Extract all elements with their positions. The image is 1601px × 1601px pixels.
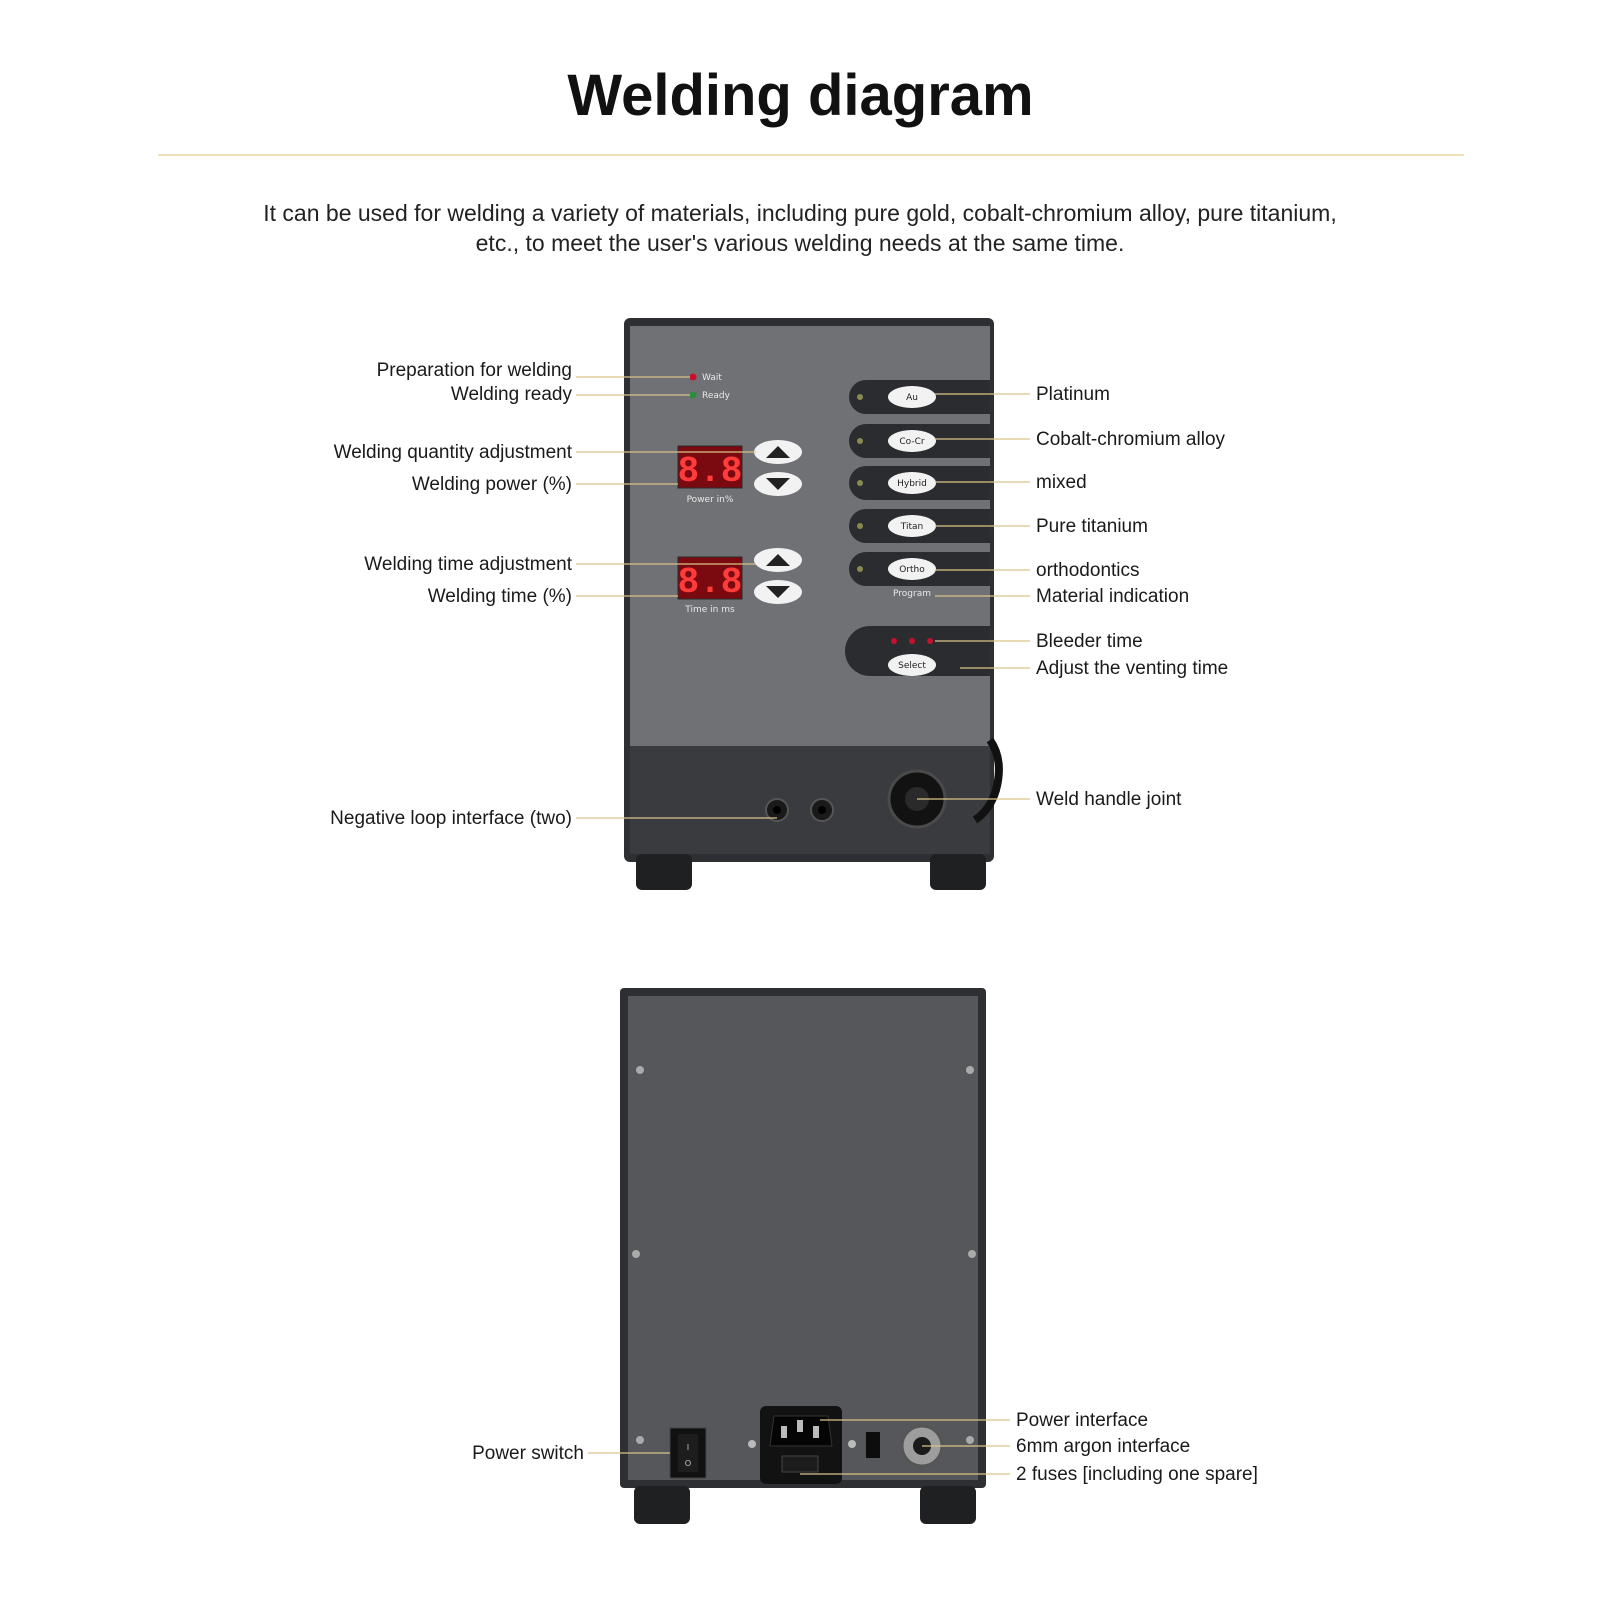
power-interface (748, 1406, 856, 1484)
power-up-button[interactable] (754, 440, 802, 464)
label-welding-ready: Welding ready (450, 384, 572, 405)
label-weld-handle: Weld handle joint (1036, 789, 1182, 810)
label-cobalt-chromium: Cobalt-chromium alloy (1036, 429, 1226, 450)
label-quantity-adjustment: Welding quantity adjustment (333, 442, 572, 463)
negative-socket (810, 798, 834, 822)
time-display: 8.8 (678, 562, 743, 603)
material-button[interactable]: Au (888, 386, 936, 408)
material-button[interactable]: Ortho (888, 558, 936, 580)
description: It can be used for welding a variety of … (263, 200, 1337, 256)
label-bleeder-time: Bleeder time (1036, 631, 1143, 652)
power-down-button[interactable] (754, 472, 802, 496)
material-led (857, 523, 863, 529)
title-divider (158, 154, 1464, 156)
svg-text:O: O (685, 1459, 691, 1468)
ready-indicator-label: Ready (702, 391, 731, 401)
power-display-caption: Power in% (687, 495, 734, 505)
power-display: 8.8 (678, 451, 743, 492)
time-down-button[interactable] (754, 580, 802, 604)
label-orthodontics: orthodontics (1036, 560, 1140, 581)
label-welding-power: Welding power (%) (411, 474, 572, 495)
material-led (857, 394, 863, 400)
wait-indicator-label: Wait (702, 373, 722, 383)
time-display-caption: Time in ms (684, 605, 735, 615)
time-up-button[interactable] (754, 548, 802, 572)
label-platinum: Platinum (1036, 384, 1110, 405)
back-device: I O (620, 988, 986, 1524)
svg-text:I: I (687, 1443, 689, 1452)
material-button-label: Ortho (899, 565, 925, 575)
select-button-label: Select (898, 661, 926, 671)
label-power-switch: Power switch (472, 1443, 584, 1464)
label-venting-time: Adjust the venting time (1036, 658, 1229, 679)
label-power-interface: Power interface (1016, 1410, 1149, 1431)
label-fuses: 2 fuses [including one spare] (1016, 1464, 1258, 1485)
select-button[interactable]: Select (888, 654, 936, 676)
label-material-indication: Material indication (1036, 586, 1190, 607)
material-button-label: Au (906, 393, 918, 403)
material-led (857, 566, 863, 572)
label-preparation: Preparation for welding (376, 360, 572, 381)
label-pure-titanium: Pure titanium (1036, 516, 1148, 537)
power-switch[interactable]: I O (669, 1427, 707, 1479)
label-argon-interface: 6mm argon interface (1016, 1436, 1191, 1457)
material-led (857, 438, 863, 444)
leader-lines (576, 376, 1030, 1475)
material-button[interactable]: Co-Cr (888, 430, 936, 452)
label-time-adjustment: Welding time adjustment (364, 554, 572, 575)
material-button-label: Titan (900, 522, 923, 532)
label-negative-loop: Negative loop interface (two) (330, 808, 572, 829)
negative-socket (765, 798, 789, 822)
page-title: Welding diagram (567, 63, 1034, 128)
material-button[interactable]: Titan (888, 515, 936, 537)
program-label: Program (893, 589, 931, 599)
material-button-label: Hybrid (897, 479, 927, 489)
material-button[interactable]: Hybrid (888, 472, 936, 494)
fuse-slot (866, 1432, 880, 1458)
label-welding-time: Welding time (%) (427, 586, 572, 607)
label-mixed: mixed (1036, 472, 1087, 493)
front-device: Wait Ready 8.8 Power in% 8.8 Time in ms … (624, 318, 1003, 890)
material-led (857, 480, 863, 486)
material-button-label: Co-Cr (899, 437, 924, 447)
